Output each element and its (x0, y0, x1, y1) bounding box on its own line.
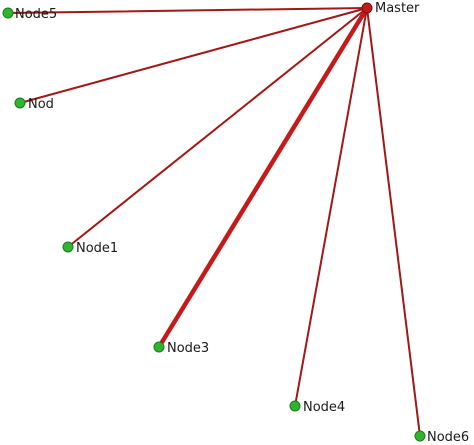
node4-label: Node4 (303, 400, 345, 415)
node5-dot (2, 7, 14, 19)
node6-label: Node6 (427, 430, 469, 445)
master-node-dot (361, 2, 373, 14)
node-truncated[interactable]: Nod (14, 97, 54, 112)
edge-node3-master (156, 5, 370, 350)
node6[interactable]: Node6 (414, 430, 469, 445)
node6-dot (414, 430, 426, 442)
node1-label: Node1 (76, 241, 118, 256)
node1[interactable]: Node1 (62, 241, 118, 256)
node5-label: Node5 (15, 7, 57, 22)
edge-node4-master (294, 7, 368, 407)
node1-dot (62, 241, 74, 253)
edge-node1-master (67, 7, 368, 248)
node4[interactable]: Node4 (289, 400, 345, 415)
edge-node6-master (366, 7, 421, 437)
node3-dot (153, 341, 165, 353)
edge-nod-master (19, 7, 368, 104)
node-truncated-label: Nod (28, 97, 54, 112)
edge-node5-master (7, 7, 368, 14)
node5[interactable]: Node5 (2, 7, 57, 22)
master-node-label: Master (375, 1, 420, 16)
node-truncated-dot (14, 97, 26, 109)
node4-dot (289, 400, 301, 412)
master-node[interactable]: Master (361, 1, 420, 16)
node3[interactable]: Node3 (153, 341, 209, 356)
node3-label: Node3 (167, 341, 209, 356)
